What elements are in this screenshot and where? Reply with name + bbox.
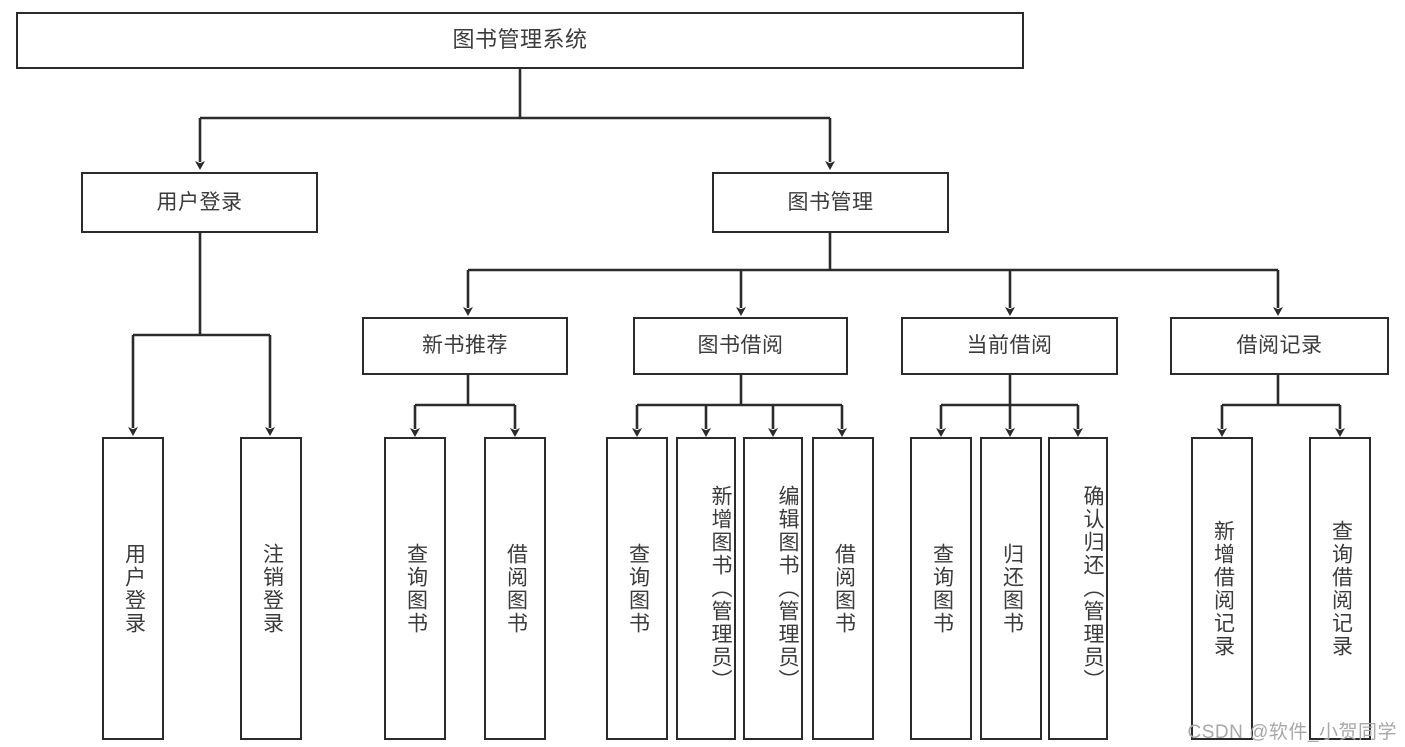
node-user-login[interactable]: 用户登录 (81, 172, 318, 233)
leaf-logout-login[interactable]: 注销登录 (240, 437, 302, 740)
node-current-borrow[interactable]: 当前借阅 (901, 317, 1118, 375)
leaf-add-borrow-record[interactable]: 新增借阅记录 (1191, 437, 1253, 740)
leaf-user-login[interactable]: 用户登录 (102, 437, 164, 740)
leaf-borrow-book-borrow[interactable]: 借阅图书 (812, 437, 874, 740)
leaf-query-book-borrow[interactable]: 查询图书 (606, 437, 668, 740)
leaf-query-book-current[interactable]: 查询图书 (910, 437, 972, 740)
leaf-return-book[interactable]: 归还图书 (980, 437, 1042, 740)
leaf-add-book-admin[interactable]: 新增图书（管理员） (676, 437, 736, 740)
leaf-query-borrow-record[interactable]: 查询借阅记录 (1309, 437, 1371, 740)
node-book-borrow[interactable]: 图书借阅 (633, 317, 848, 375)
leaf-edit-book-admin[interactable]: 编辑图书（管理员） (743, 437, 803, 740)
node-root-book-management-system[interactable]: 图书管理系统 (16, 12, 1024, 69)
leaf-query-book-new-recommend[interactable]: 查询图书 (384, 437, 446, 740)
leaf-confirm-return-admin[interactable]: 确认归还（管理员） (1048, 437, 1108, 740)
node-borrow-record[interactable]: 借阅记录 (1170, 317, 1389, 375)
node-new-book-recommend[interactable]: 新书推荐 (362, 317, 568, 375)
node-book-management[interactable]: 图书管理 (712, 172, 949, 233)
leaf-borrow-book-new-recommend[interactable]: 借阅图书 (484, 437, 546, 740)
watermark-text: CSDN @软件_小贺同学 (1187, 722, 1397, 743)
